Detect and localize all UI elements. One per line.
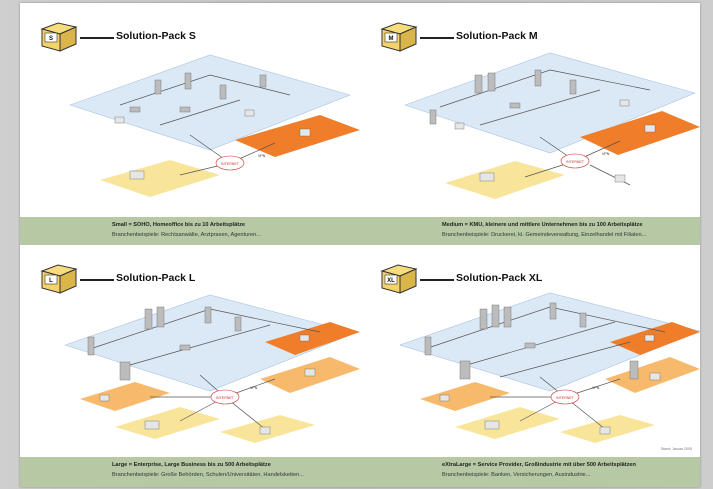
package-box-icon: S — [40, 22, 78, 52]
caption-sub: Branchenbeispiele: Druckerei, kl. Gemein… — [442, 232, 647, 238]
caption-sub: Branchenbeispiele: Banken, Versicherunge… — [442, 472, 591, 478]
network-diagram: INTERNET VPN — [69, 54, 360, 197]
lan-zone — [69, 54, 351, 151]
internet-cloud-icon — [215, 155, 245, 171]
internet-cloud-icon — [210, 389, 240, 405]
box-label: M — [389, 36, 394, 42]
caption-bar: Large = Enterprise, Large Business bis z… — [20, 457, 360, 487]
panel-solution-pack-m: M Solution-Pack M — [360, 3, 700, 245]
internet-label: INTERNET — [221, 162, 240, 166]
servers — [87, 306, 242, 381]
panel-title: Solution-Pack S — [116, 30, 196, 42]
lan-zone — [404, 52, 696, 154]
panel-title: Solution-Pack M — [456, 30, 538, 42]
servers — [129, 72, 267, 113]
dmz-zone — [265, 322, 360, 355]
network-lines — [119, 74, 291, 176]
title-leader-line — [80, 279, 114, 281]
title-leader-line — [80, 37, 114, 39]
package-box-icon: M — [380, 22, 418, 52]
branch-zone — [80, 382, 170, 411]
panel-solution-pack-s: S Solution-Pack S — [20, 3, 360, 245]
network-diagram: INTERNET VPN — [404, 52, 700, 199]
brochure-sheet: S Solution-Pack S — [20, 3, 700, 487]
workstations — [439, 334, 661, 435]
caption-sub: Branchenbeispiele: Rechtsanwälte, Arztpr… — [112, 232, 261, 238]
caption-bar: Small = SOHO, Homeoffice bis zu 10 Arbei… — [20, 217, 360, 245]
internet-cloud-icon — [550, 389, 580, 405]
internet-label: INTERNET — [566, 160, 585, 164]
box-label: L — [49, 278, 53, 284]
workstations — [99, 334, 316, 435]
vpn-label: VPN — [592, 386, 600, 390]
panel-title: Solution-Pack XL — [456, 272, 543, 284]
servers — [429, 69, 577, 125]
dmz-zone — [580, 111, 700, 155]
package-box-icon: XL — [380, 264, 418, 294]
internet-label: INTERNET — [556, 396, 575, 400]
dmz-zone — [235, 115, 360, 157]
caption-main: eXtraLarge = Service Provider, Großindus… — [442, 462, 636, 468]
lan-zone — [400, 292, 700, 392]
title-leader-line — [420, 37, 454, 39]
servers — [424, 302, 639, 380]
caption-sub: Branchenbeispiele: Große Behörden, Schul… — [112, 472, 304, 478]
branch-zone — [420, 382, 510, 411]
network-diagram: INTERNET VPN — [64, 294, 360, 443]
caption-bar: Medium = KMU, kleinere und mittlere Unte… — [360, 217, 700, 245]
dmz-zone — [610, 322, 700, 355]
panel-solution-pack-l: L Solution-Pack L — [20, 245, 360, 487]
vpn-label: VPN — [250, 386, 258, 390]
title-leader-line — [420, 279, 454, 281]
remote-zone — [455, 407, 560, 439]
remote-zone — [115, 407, 220, 439]
caption-main: Small = SOHO, Homeoffice bis zu 10 Arbei… — [112, 222, 245, 228]
caption-main: Large = Enterprise, Large Business bis z… — [112, 462, 271, 468]
footnote: Stand: Januar 2005 — [660, 447, 692, 451]
box-label: S — [49, 36, 53, 42]
network-diagram: INTERNET VPN — [400, 292, 700, 443]
workstations — [454, 99, 656, 183]
box-label: XL — [387, 278, 395, 284]
vpn-label: VPN — [258, 154, 266, 158]
vpn-label: VPN — [602, 152, 610, 156]
panel-solution-pack-xl: XL Solution-Pack XL — [360, 245, 700, 487]
remote-zone — [445, 161, 565, 199]
internet-label: INTERNET — [216, 396, 235, 400]
remote-zone — [100, 160, 220, 197]
caption-main: Medium = KMU, kleinere und mittlere Unte… — [442, 222, 643, 228]
internet-cloud-icon — [560, 153, 590, 169]
panel-title: Solution-Pack L — [116, 272, 196, 284]
workstations — [114, 109, 311, 180]
caption-bar: eXtraLarge = Service Provider, Großindus… — [360, 457, 700, 487]
package-box-icon: L — [40, 264, 78, 294]
